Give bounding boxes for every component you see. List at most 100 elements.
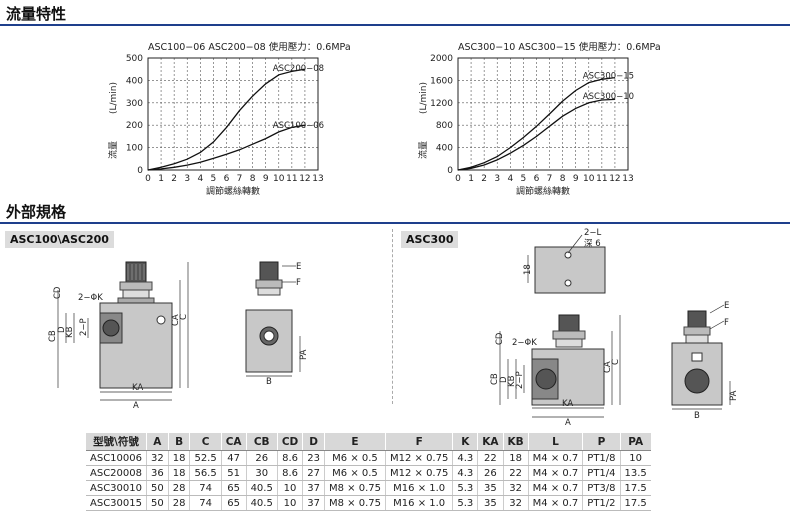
table-cell: PT1/8 <box>582 450 621 466</box>
table-cell: 22 <box>502 465 529 481</box>
dim-2phik: 2−ΦK <box>78 293 103 303</box>
right-technical-drawing: 18 2−L 深 6 CD 2−ΦK CB D KB 2−P KA A CA C… <box>490 228 739 425</box>
dim-pa-r: PA <box>729 390 739 401</box>
dim-e: E <box>296 262 301 272</box>
table-cell: 10 <box>276 480 303 496</box>
y-tick-label: 200 <box>126 121 143 131</box>
table-cell: 30 <box>245 465 278 481</box>
table-cell: 8.6 <box>276 465 303 481</box>
x-tick-label: 13 <box>312 174 323 184</box>
right-front-view <box>531 314 605 406</box>
dim-kb-r: KB <box>507 375 517 387</box>
x-tick-label: 5 <box>211 174 217 184</box>
table-cell: 10 <box>619 450 651 466</box>
series-line <box>147 124 306 171</box>
table-cell: M4 × 0.7 <box>527 450 583 466</box>
dim-2p-r: 2−P <box>515 371 525 389</box>
x-tick-label: 10 <box>583 174 595 184</box>
dim-ca: CA <box>171 314 181 326</box>
table-cell: PT1/2 <box>582 495 621 511</box>
x-tick-label: 2 <box>481 174 487 184</box>
section-rule <box>0 24 790 26</box>
header-cell: CB <box>245 433 278 451</box>
table-cell: 32 <box>502 480 529 496</box>
series-line <box>457 76 615 171</box>
header-cell: B <box>167 433 190 451</box>
table-cell: 47 <box>220 450 247 466</box>
dim-2p: 2−P <box>79 318 89 336</box>
x-axis-label: 調節螺絲轉數 <box>206 185 260 197</box>
dim-c-r: C <box>611 359 621 365</box>
table-cell: PT3/8 <box>582 480 621 496</box>
y-axis-label: 流量 <box>417 141 429 159</box>
x-tick-label: 13 <box>622 174 633 184</box>
dim-d-r: D <box>499 376 509 383</box>
spec-table: 型號\符號 A B C CA CB CD D E F K KA KB L P P… <box>86 433 651 511</box>
x-tick-label: 4 <box>507 174 513 184</box>
x-tick-label: 6 <box>534 174 540 184</box>
header-cell: KA <box>477 433 504 451</box>
table-cell: 27 <box>302 465 325 481</box>
left-drawing-label: ASC100\ASC200 <box>5 231 114 248</box>
dim-e-r: E <box>724 301 729 311</box>
series-label: ASC300−15 <box>583 72 634 82</box>
table-cell: 4.3 <box>452 450 478 466</box>
y-tick-label: 400 <box>436 144 453 154</box>
left-technical-drawing: CD 2−ΦK CB D KB 2−P KA A CA C E F PA B <box>48 261 309 410</box>
series-line <box>457 98 615 171</box>
table-cell: 52.5 <box>189 450 222 466</box>
header-cell: P <box>582 433 621 451</box>
left-front-view <box>99 261 173 389</box>
table-cell: PT1/4 <box>582 465 621 481</box>
y-tick-label: 1200 <box>430 99 453 109</box>
table-cell: 32 <box>145 450 169 466</box>
table-cell: 74 <box>189 495 222 511</box>
table-cell: 50 <box>145 495 169 511</box>
x-tick-label: 11 <box>286 174 297 184</box>
plot-frame <box>147 57 319 171</box>
dimension-section-title: 外部規格 <box>6 203 67 221</box>
x-tick-label: 1 <box>158 174 164 184</box>
table-cell: 17.5 <box>619 480 651 496</box>
table-cell: M4 × 0.7 <box>527 495 583 511</box>
x-tick-label: 5 <box>521 174 527 184</box>
table-cell: 56.5 <box>189 465 222 481</box>
header-cell: A <box>145 433 169 451</box>
header-cell: D <box>302 433 325 451</box>
x-tick-label: 0 <box>455 174 461 184</box>
header-cell: K <box>452 433 478 451</box>
table-cell: 37 <box>302 480 325 496</box>
y-tick-label: 100 <box>126 144 143 154</box>
table-cell: 37 <box>302 495 325 511</box>
table-cell: M4 × 0.7 <box>527 480 583 496</box>
table-cell: 26 <box>245 450 278 466</box>
table-cell: 28 <box>167 480 190 496</box>
table-cell: 13.5 <box>619 465 651 481</box>
x-tick-label: 12 <box>299 174 310 184</box>
header-cell: PA <box>619 433 651 451</box>
dim-d: D <box>57 326 67 333</box>
table-cell: 5.3 <box>452 495 478 511</box>
flow-section-header: 流量特性 <box>0 0 790 26</box>
table-cell: M8 × 0.75 <box>323 495 386 511</box>
table-cell: 23 <box>302 450 325 466</box>
table-cell: 51 <box>220 465 247 481</box>
dim-cb-r: CB <box>490 373 500 385</box>
right-side-view <box>671 310 723 406</box>
table-cell: 26 <box>477 465 504 481</box>
y-tick-label: 400 <box>126 76 143 86</box>
drawing-divider <box>392 229 393 404</box>
dim-b-r: B <box>694 411 700 421</box>
table-cell: 28 <box>167 495 190 511</box>
x-tick-label: 8 <box>250 174 256 184</box>
header-cell: L <box>527 433 583 451</box>
header-cell: KB <box>502 433 529 451</box>
table-cell: 50 <box>145 480 169 496</box>
table-cell: 74 <box>189 480 222 496</box>
header-cell: E <box>323 433 386 451</box>
y-axis-label: 流量 <box>107 141 119 159</box>
table-cell: M6 × 0.5 <box>323 450 386 466</box>
